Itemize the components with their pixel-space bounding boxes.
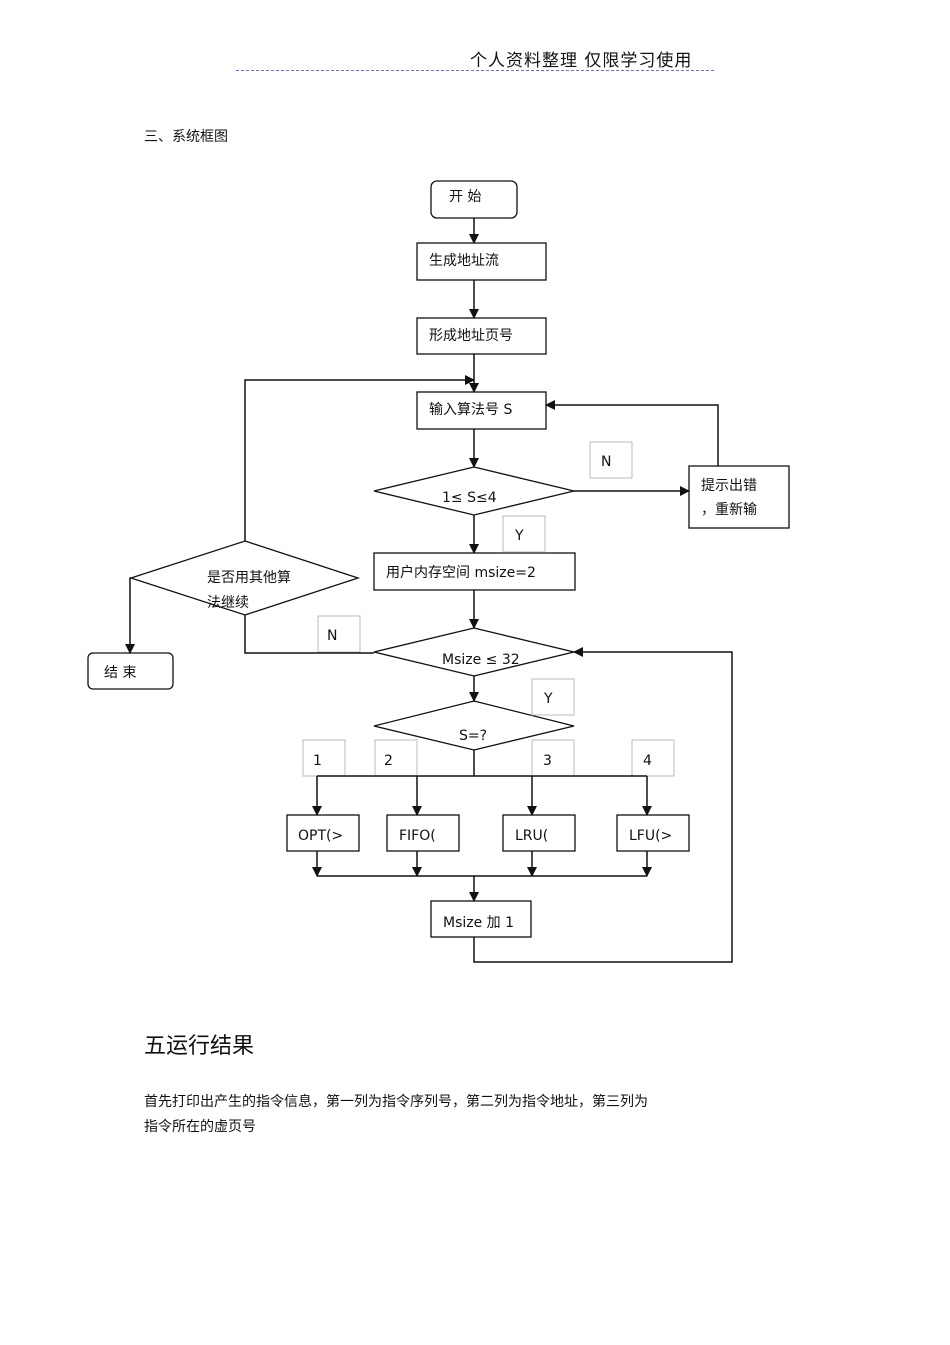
msize-increment-label: Msize 加 1: [443, 915, 514, 931]
y-label-1: Y: [514, 528, 524, 544]
y-label-box-1: [502, 515, 546, 553]
result-paragraph-line2: 指令所在的虚页号: [144, 1119, 256, 1135]
branch-label-box-4: [631, 739, 675, 777]
msize-increment-box: [430, 900, 532, 938]
fifo-label: FIFO(: [399, 828, 436, 844]
section-3-title: 三、系统框图: [144, 129, 228, 145]
connector-lines: [125, 218, 733, 963]
error-label-line2: ，重新输: [701, 502, 757, 518]
branch-label-box-2: [374, 739, 418, 777]
branch-label-box-1: [302, 739, 346, 777]
y-label-2: Y: [543, 691, 553, 707]
n-label-1: N: [601, 454, 611, 470]
opt-label: OPT(>: [298, 828, 343, 844]
s-equals-label: S=?: [459, 728, 487, 744]
result-paragraph: 首先打印出产生的指令信息，第一列为指令序列号，第二列为指令地址，第三列为 指令所…: [144, 1090, 704, 1140]
branch-label-4: 4: [643, 753, 652, 769]
branch-label-box-3: [531, 739, 575, 777]
lru-label: LRU(: [515, 828, 548, 844]
opt-box: [286, 814, 360, 852]
branch-label-2: 2: [384, 753, 393, 769]
branch-label-1: 1: [313, 753, 322, 769]
result-paragraph-line1: 首先打印出产生的指令信息，第一列为指令序列号，第二列为指令地址，第三列为: [144, 1094, 648, 1110]
user-memory-label: 用户内存空间 msize=2: [386, 564, 536, 581]
lfu-box: [616, 814, 690, 852]
y-label-box-2: [531, 678, 575, 716]
page-header: 个人资料整理 仅限学习使用: [470, 51, 693, 71]
n-label-box-2: [317, 615, 361, 653]
input-algorithm-box: [416, 391, 547, 430]
n-label-box-1: [589, 441, 633, 479]
continue-label-line2: 法继续: [207, 594, 249, 611]
continue-label-line1: 是否用其他算: [207, 570, 291, 586]
error-label-line1: 提示出错: [701, 478, 757, 494]
error-box: [688, 465, 790, 529]
s-range-label: 1≤ S≤4: [442, 490, 497, 506]
lru-box: [502, 814, 576, 852]
form-page-number-label: 形成地址页号: [429, 328, 513, 344]
generate-address-box: [416, 242, 547, 281]
form-page-number-box: [416, 317, 547, 355]
start-label: 开 始: [449, 189, 481, 205]
section-5-title: 五运行结果: [144, 1034, 255, 1059]
end-label: 结 束: [104, 665, 136, 681]
lfu-label: LFU(>: [629, 828, 672, 844]
header-divider: [236, 70, 714, 71]
n-label-2: N: [327, 628, 337, 644]
msize-condition-label: Msize ≤ 32: [442, 652, 520, 668]
fifo-box: [386, 814, 460, 852]
generate-address-label: 生成地址流: [429, 253, 499, 269]
input-algorithm-label: 输入算法号 S: [429, 402, 512, 418]
user-memory-box: [373, 552, 576, 591]
branch-label-3: 3: [543, 753, 552, 769]
